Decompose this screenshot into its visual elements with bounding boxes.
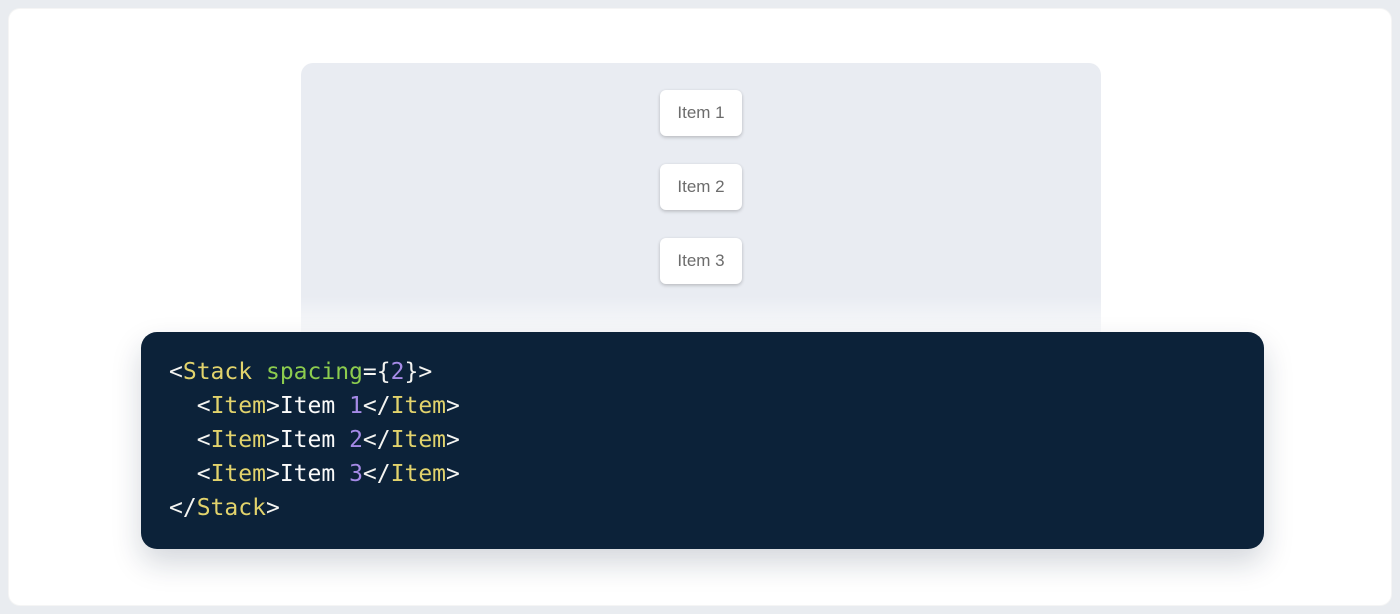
demo-preview-panel: Item 1 Item 2 Item 3 [301, 63, 1101, 344]
stack-demo: Item 1 Item 2 Item 3 [301, 63, 1101, 284]
code-token: > [265, 393, 280, 419]
code-token: 2 [390, 359, 405, 385]
code-token: </ [169, 495, 197, 521]
code-line: <Item>Item 3</Item> [169, 457, 1236, 491]
code-token: > [446, 461, 460, 487]
code-token: Stack [196, 495, 266, 521]
code-line: <Item>Item 2</Item> [169, 423, 1236, 457]
code-token [169, 427, 197, 453]
code-token: 2 [349, 427, 363, 453]
code-token: { [376, 359, 391, 385]
code-token: Item [279, 427, 350, 453]
code-token: < [196, 427, 211, 453]
code-token: } [404, 359, 419, 385]
code-content: <Stack spacing={2}> <Item>Item 1</Item> … [169, 355, 1236, 525]
code-token: Item [210, 461, 266, 487]
code-token: Item [279, 461, 350, 487]
code-token [169, 393, 197, 419]
code-token: > [446, 427, 460, 453]
code-token: </ [362, 393, 391, 419]
stack-item: Item 1 [660, 90, 742, 136]
code-token: 1 [349, 393, 363, 419]
code-token: Stack [182, 359, 253, 385]
code-token: Item [210, 393, 266, 419]
stack-item: Item 2 [660, 164, 742, 210]
code-token: > [265, 461, 280, 487]
code-token: > [265, 427, 280, 453]
code-token: > [265, 495, 280, 521]
code-token: = [362, 359, 377, 385]
code-token: Item [390, 461, 447, 487]
code-line: <Item>Item 1</Item> [169, 389, 1236, 423]
code-token: spacing [265, 359, 363, 385]
code-token: Item [279, 393, 350, 419]
code-token: </ [362, 461, 391, 487]
code-token: Item [390, 427, 447, 453]
code-token: < [196, 461, 211, 487]
code-token: Item [210, 427, 266, 453]
code-line: </Stack> [169, 491, 1236, 525]
code-token: > [446, 393, 460, 419]
code-token: > [418, 359, 433, 385]
code-token [252, 359, 266, 385]
code-token: Item [390, 393, 447, 419]
code-token: < [169, 359, 183, 385]
code-token: </ [362, 427, 391, 453]
code-line: <Stack spacing={2}> [169, 355, 1236, 389]
code-token [169, 461, 197, 487]
stack-item: Item 3 [660, 238, 742, 284]
code-token: 3 [349, 461, 363, 487]
code-block: <Stack spacing={2}> <Item>Item 1</Item> … [141, 332, 1264, 549]
code-token: < [196, 393, 211, 419]
